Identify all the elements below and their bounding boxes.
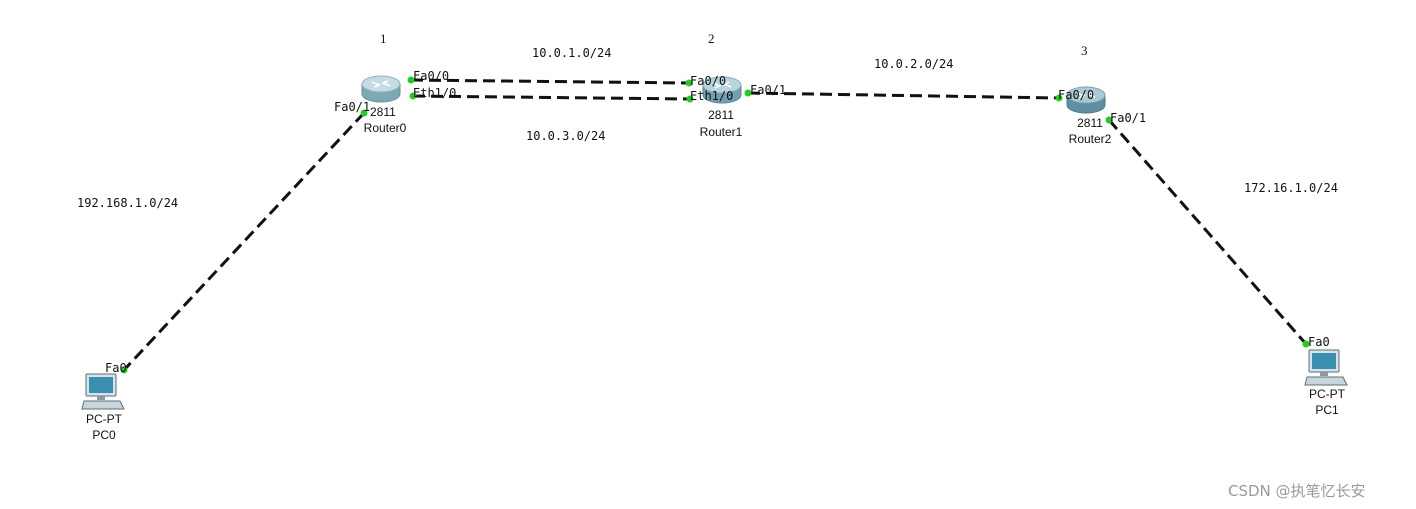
router2-index: 3	[1081, 43, 1088, 58]
link-r2-pc1[interactable]	[1107, 119, 1308, 345]
port-dot	[686, 95, 694, 103]
pc1-name: PC1	[1315, 403, 1339, 417]
port-dot	[685, 79, 693, 87]
port-dot	[1302, 340, 1310, 348]
pc1-model: PC-PT	[1309, 387, 1345, 401]
pc1-icon[interactable]	[1304, 349, 1348, 386]
router0-port-fa01: Fa0/1	[334, 100, 371, 114]
router0-icon[interactable]	[361, 75, 401, 103]
port-dot	[360, 109, 368, 117]
csdn-watermark: CSDN @执笔忆长安	[1228, 482, 1366, 500]
router0-port-fa00: Fa0/0	[413, 69, 450, 83]
port-dot	[409, 92, 417, 100]
router2-port-fa01: Fa0/1	[1110, 111, 1147, 125]
port-dot	[120, 366, 128, 374]
network-label-r1-r2: 10.0.2.0/24	[874, 57, 954, 71]
pc0-name: PC0	[92, 428, 116, 442]
router1-port-eth10: Eth1/0	[690, 89, 734, 103]
router1-name: Router1	[699, 125, 743, 139]
pc0-icon[interactable]	[81, 373, 125, 410]
router1-icon[interactable]	[702, 76, 742, 104]
port-dot	[744, 89, 752, 97]
network-label-r0-r1-fa: 10.0.1.0/24	[532, 46, 612, 60]
link-r0-r1-eth[interactable]	[412, 94, 691, 101]
pc1-port-fa0: Fa0	[1308, 335, 1330, 349]
port-dots	[120, 76, 1310, 374]
network-label-pc0: 192.168.1.0/24	[77, 196, 179, 210]
router0-port-eth10: Eth1/0	[413, 86, 457, 100]
router0-name: Router0	[363, 121, 407, 135]
router0-index: 1	[380, 31, 387, 46]
port-dot	[407, 76, 415, 84]
router1-index: 2	[708, 31, 715, 46]
network-label-pc1: 172.16.1.0/24	[1244, 181, 1338, 195]
pc0-port-fa0: Fa0	[105, 361, 127, 375]
pc0-model: PC-PT	[86, 412, 122, 426]
router2-icon[interactable]	[1066, 86, 1106, 114]
port-dot	[1055, 94, 1063, 102]
router1-port-fa00: Fa0/0	[690, 74, 727, 88]
router0-model: 2811	[370, 105, 396, 119]
network-label-r0-r1-eth: 10.0.3.0/24	[526, 129, 606, 143]
router2-model: 2811	[1077, 116, 1103, 130]
router2-port-fa00: Fa0/0	[1058, 88, 1095, 102]
link-r1-r2[interactable]	[747, 91, 1060, 100]
router1-model: 2811	[708, 108, 734, 122]
router1-port-fa01: Fa0/1	[750, 83, 787, 97]
port-dot	[1105, 116, 1113, 124]
link-r0-r1-fa[interactable]	[410, 78, 690, 85]
router2-name: Router2	[1068, 132, 1112, 146]
link-r0-pc0[interactable]	[122, 111, 366, 372]
